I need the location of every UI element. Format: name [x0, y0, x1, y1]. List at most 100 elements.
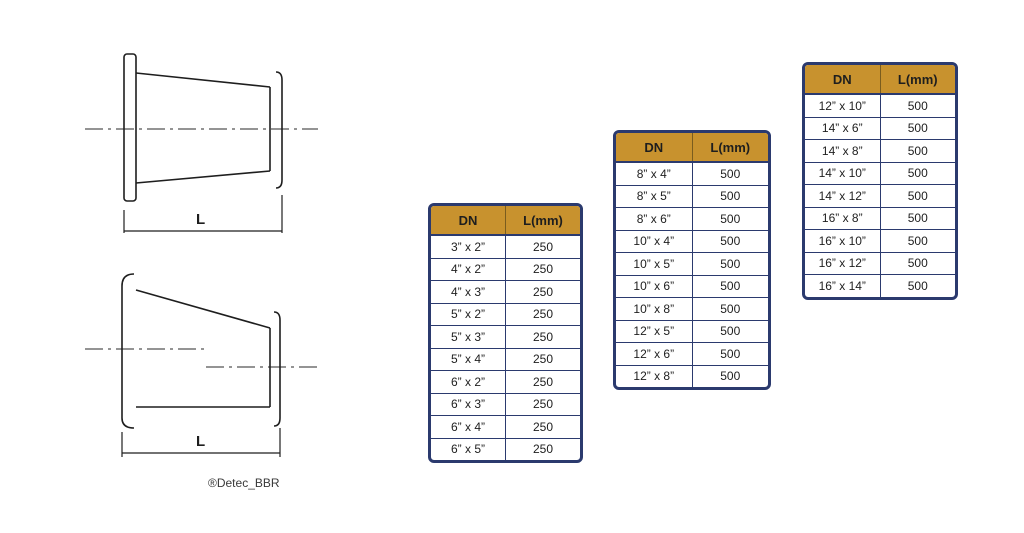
- table-row: 14” x 8”500: [805, 139, 955, 163]
- cell-length: 500: [880, 94, 955, 118]
- cell-dn: 8” x 6”: [616, 207, 693, 231]
- table-row: 16” x 12”500: [805, 252, 955, 275]
- cell-dn: 4” x 2”: [431, 258, 506, 281]
- cell-length: 250: [505, 393, 580, 416]
- cell-length: 500: [880, 229, 955, 253]
- header-dn: DN: [805, 65, 881, 95]
- length-label-bottom: L: [196, 433, 205, 450]
- cell-dn: 4” x 3”: [431, 280, 506, 304]
- table-row: 16” x 14” 500: [805, 274, 955, 297]
- cell-dn: 16” x 14”: [805, 274, 881, 297]
- cell-length: 500: [692, 207, 768, 231]
- table-row: 10” x 5”500: [616, 252, 768, 276]
- table-row: 10” x 4”500: [616, 230, 768, 253]
- cell-dn: 16” x 12”: [805, 252, 881, 275]
- cell-dn: 14” x 12”: [805, 184, 881, 208]
- cell-length: 250: [505, 235, 580, 259]
- cell-dn: 6” x 5”: [431, 438, 506, 460]
- header-length: L(mm): [505, 206, 580, 236]
- small-flange-bottom: [273, 311, 281, 427]
- cell-length: 250: [505, 280, 580, 304]
- dimension-table-2: DN L(mm) 8” x 4”500 8” x 5”500 8” x 6”50…: [613, 130, 771, 390]
- cell-length: 250: [505, 258, 580, 281]
- cell-length: 250: [505, 348, 580, 371]
- copyright-text: ®Detec_BBR: [208, 476, 280, 490]
- cell-length: 500: [880, 139, 955, 163]
- table-row: 14” x 6”500: [805, 117, 955, 140]
- table-row: 12” x 10”500: [805, 94, 955, 118]
- table-header-row: DN L(mm): [616, 133, 768, 163]
- concentric-reducer-drawing: L: [85, 53, 318, 233]
- table-row: 10” x 8”500: [616, 297, 768, 321]
- cell-length: 500: [692, 162, 768, 186]
- header-length: L(mm): [692, 133, 768, 163]
- cell-length: 500: [692, 252, 768, 276]
- large-flange-bottom: [121, 273, 135, 429]
- cell-length: 500: [692, 185, 768, 208]
- cell-dn: 14” x 10”: [805, 162, 881, 185]
- cell-dn: 14” x 6”: [805, 117, 881, 140]
- cell-length: 500: [880, 207, 955, 230]
- cell-dn: 10” x 5”: [616, 252, 693, 276]
- cell-dn: 3” x 2”: [431, 235, 506, 259]
- cell-length: 500: [880, 162, 955, 185]
- cell-dn: 16” x 8”: [805, 207, 881, 230]
- cell-dn: 5” x 3”: [431, 325, 506, 349]
- table-row: 12” x 6”500: [616, 342, 768, 366]
- cell-length: 500: [720, 369, 741, 384]
- dimension-table-3: DN L(mm) 12” x 10”500 14” x 6”500 14” x …: [802, 62, 958, 300]
- table-row: 6” x 2”250: [431, 370, 580, 394]
- cell-dn: 8” x 5”: [616, 185, 693, 208]
- cell-length: 250: [505, 370, 580, 394]
- table-row: 4” x 2”250: [431, 258, 580, 281]
- table-row: 5” x 2”250: [431, 303, 580, 326]
- cell-dn: 14” x 8”: [805, 139, 881, 163]
- table-row: 10” x 6”500: [616, 275, 768, 298]
- eccentric-reducer-drawing: L: [85, 273, 318, 457]
- table-row: 5” x 3”250: [431, 325, 580, 349]
- table-header-row: DN L(mm): [431, 206, 580, 236]
- table-row: 8” x 6”500: [616, 207, 768, 231]
- table-row: 14” x 10”500: [805, 162, 955, 185]
- cell-dn: 12” x 5”: [616, 320, 693, 343]
- cell-length: 500: [907, 278, 928, 293]
- cell-dn: 5” x 2”: [431, 303, 506, 326]
- cell-length: 500: [692, 230, 768, 253]
- cone-lower-edge: [135, 170, 271, 184]
- cell-length: 500: [692, 297, 768, 321]
- cell-length: 500: [692, 342, 768, 366]
- cell-length: 250: [505, 303, 580, 326]
- cell-dn: 12” x 6”: [616, 342, 693, 366]
- table-row: 16” x 10”500: [805, 229, 955, 253]
- cell-length: 500: [880, 184, 955, 208]
- dimension-table-1: DN L(mm) 3” x 2”250 4” x 2”250 4” x 3”25…: [428, 203, 583, 463]
- cell-dn: 12” x 10”: [805, 94, 881, 118]
- table-row: 6” x 5”250: [431, 438, 580, 460]
- table-row: 12” x 8” 500: [616, 365, 768, 387]
- table-row: 6” x 4”250: [431, 415, 580, 439]
- table-row: 4” x 3”250: [431, 280, 580, 304]
- table-row: 6” x 3”250: [431, 393, 580, 416]
- ecc-upper-edge: [135, 289, 271, 329]
- table-row: 8” x 5”500: [616, 185, 768, 208]
- header-dn: DN: [431, 206, 506, 236]
- header-dn: DN: [616, 133, 693, 163]
- table-row: 8” x 4”500: [616, 162, 768, 186]
- cell-dn: 8” x 4”: [616, 162, 693, 186]
- cone-upper-edge: [135, 72, 271, 88]
- header-length: L(mm): [880, 65, 955, 95]
- cell-dn: 10” x 8”: [616, 297, 693, 321]
- cell-length: 500: [692, 320, 768, 343]
- cell-dn: 10” x 4”: [616, 230, 693, 253]
- cell-dn: 6” x 2”: [431, 370, 506, 394]
- table-row: 3” x 2”250: [431, 235, 580, 259]
- cell-dn: 12” x 8”: [616, 365, 693, 387]
- length-label-top: L: [196, 211, 205, 228]
- table-row: 5” x 4”250: [431, 348, 580, 371]
- table-header-row: DN L(mm): [805, 65, 955, 95]
- small-flange-top: [275, 71, 283, 189]
- table-row: 14” x 12”500: [805, 184, 955, 208]
- cell-dn: 5” x 4”: [431, 348, 506, 371]
- cell-length: 500: [880, 252, 955, 275]
